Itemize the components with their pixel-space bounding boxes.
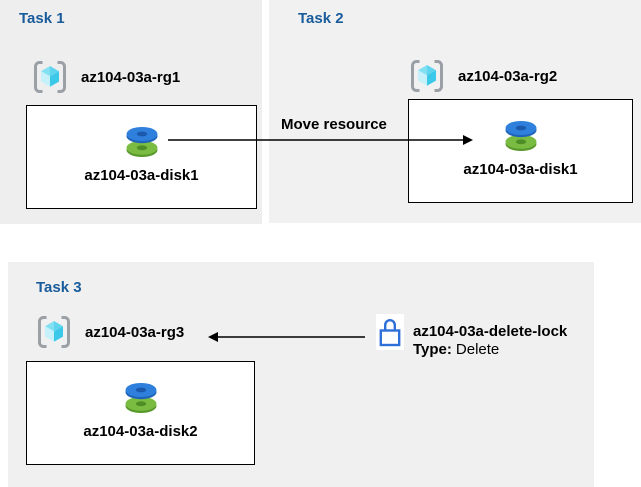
- lock-info: az104-03a-delete-lock Type:Delete: [413, 323, 567, 359]
- resource-group-icon: [34, 61, 66, 93]
- task1-resource-group: az104-03a-rg1: [31, 58, 180, 96]
- task2-title: Task 2: [298, 10, 344, 27]
- move-resource-label: Move resource: [281, 116, 387, 133]
- task3-resource-box: az104-03a-disk2: [26, 361, 255, 465]
- lock-name: az104-03a-delete-lock: [413, 323, 568, 340]
- task3-resource-group-name: az104-03a-rg3: [85, 323, 185, 341]
- task3-disk-name: az104-03a-disk2: [83, 422, 198, 440]
- lock-type-label: Type:: [413, 341, 452, 358]
- task2-disk-name: az104-03a-disk1: [463, 160, 578, 178]
- task1-resource-group-name: az104-03a-rg1: [81, 68, 181, 86]
- lock-type: Type:Delete: [413, 341, 567, 359]
- task3-title: Task 3: [36, 279, 82, 296]
- task1-disk-name: az104-03a-disk1: [84, 166, 199, 184]
- task3-resource-group: az104-03a-rg3: [35, 313, 184, 351]
- task1-panel: Task 1 az104-03a-rg1 az104-03a-disk: [0, 0, 262, 224]
- lock-tile: [376, 314, 404, 350]
- lock-arrow: [208, 332, 365, 342]
- lock-type-value: Delete: [455, 341, 500, 358]
- task1-resource-box: az104-03a-disk1: [26, 105, 257, 209]
- task2-resource-box: az104-03a-disk1: [408, 99, 633, 203]
- task3-panel: Task 3 az104-03a-rg3 az104-03a-disk: [8, 262, 594, 487]
- task2-panel: Task 2 az104-03a-rg2 az104-03a-disk: [269, 0, 641, 223]
- task1-title: Task 1: [19, 10, 65, 27]
- lock-icon: [379, 319, 401, 347]
- disk-icon: [505, 120, 536, 151]
- resource-group-icon: [411, 60, 443, 92]
- disk-icon: [126, 126, 157, 157]
- resource-group-icon: [38, 316, 70, 348]
- disk-icon: [125, 382, 156, 413]
- move-resource-arrow: [168, 135, 473, 145]
- task2-resource-group: az104-03a-rg2: [408, 57, 557, 95]
- task2-resource-group-name: az104-03a-rg2: [458, 67, 558, 85]
